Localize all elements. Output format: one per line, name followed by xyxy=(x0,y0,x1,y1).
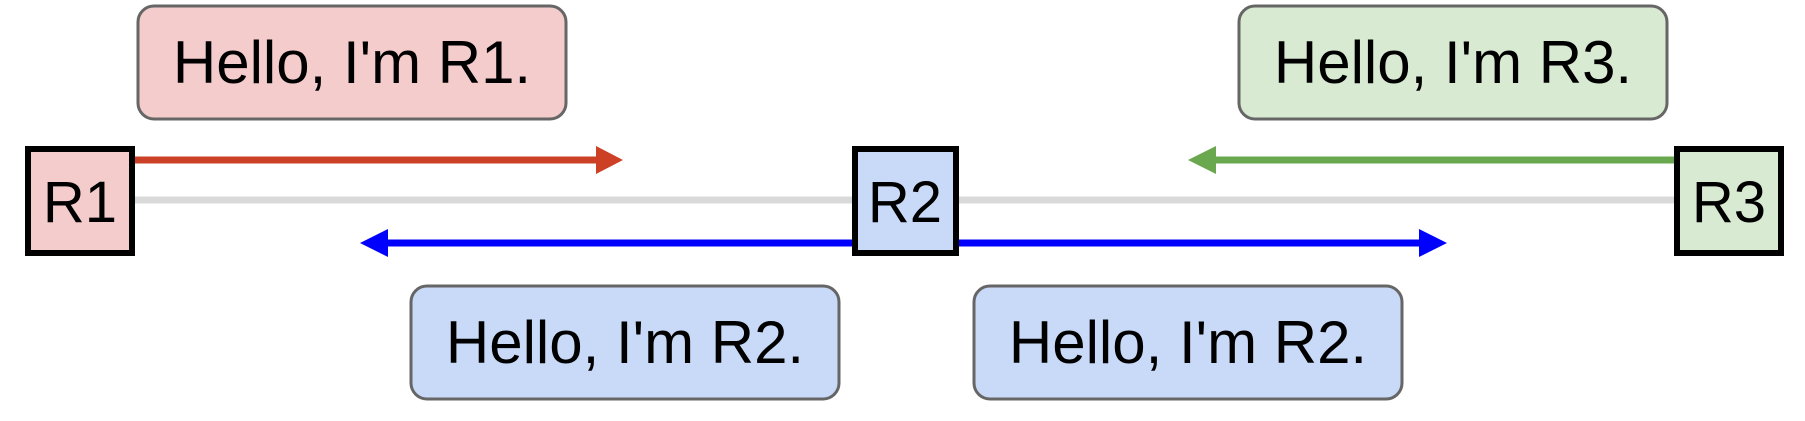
router-r2-label: R2 xyxy=(868,170,942,235)
r2-hello-text-right: Hello, I'm R2. xyxy=(1009,309,1367,376)
r1-hello-text: Hello, I'm R1. xyxy=(173,29,531,96)
router-r3: R3 xyxy=(1674,146,1784,256)
r2-hello-text-left: Hello, I'm R2. xyxy=(446,309,804,376)
router-r3-label: R3 xyxy=(1692,170,1766,235)
r3-hello-text: Hello, I'm R3. xyxy=(1274,29,1632,96)
r1-hello-arrow xyxy=(132,146,623,174)
r3-hello-bubble: Hello, I'm R3. xyxy=(1237,4,1669,121)
router-r2: R2 xyxy=(852,146,959,256)
router-r1-label: R1 xyxy=(43,170,117,235)
r2-hello-arrow-right xyxy=(956,229,1447,257)
router-r1: R1 xyxy=(25,146,135,256)
r2-hello-bubble-right: Hello, I'm R2. xyxy=(972,284,1404,401)
r2-hello-bubble-left: Hello, I'm R2. xyxy=(409,284,841,401)
r1-hello-bubble: Hello, I'm R1. xyxy=(136,4,568,121)
r2-hello-arrow-left xyxy=(360,229,855,257)
r3-hello-arrow xyxy=(1188,146,1677,174)
